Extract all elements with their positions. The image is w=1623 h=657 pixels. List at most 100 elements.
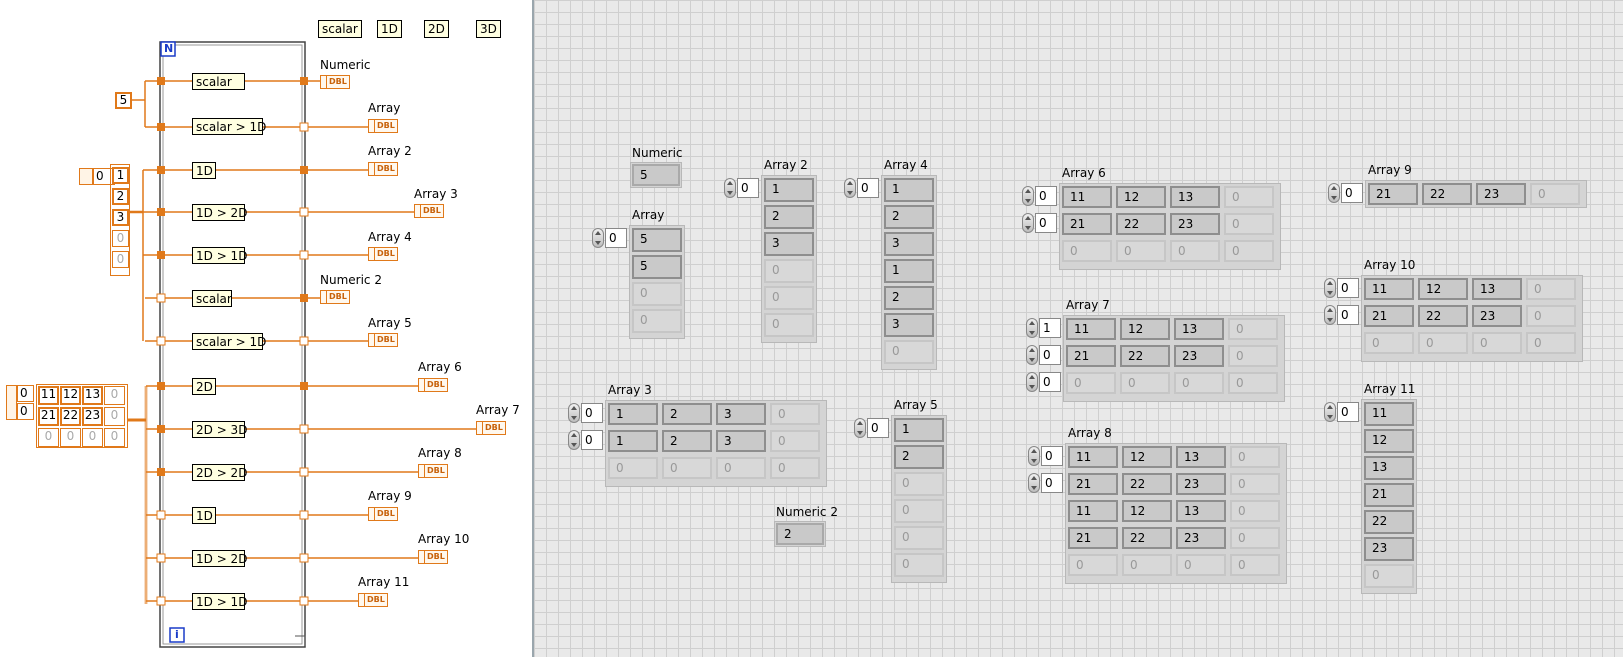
array-cell[interactable]: 21 — [1066, 345, 1116, 367]
array-2d-index-spinner[interactable] — [6, 385, 17, 420]
array-cell[interactable]: 0 — [1228, 318, 1278, 340]
array-cell[interactable]: 0 — [1170, 240, 1220, 262]
node-1d[interactable]: 1D — [192, 162, 216, 179]
array-cell[interactable]: 11 — [1066, 318, 1116, 340]
array-cell[interactable]: 22 — [1116, 213, 1166, 235]
array-cell[interactable]: 0 — [1230, 446, 1280, 468]
array-cell[interactable]: 11 — [1364, 402, 1414, 426]
array-cell[interactable]: 0 — [1122, 554, 1172, 576]
array-cell[interactable]: 13 — [1364, 456, 1414, 480]
index-display-array11[interactable]: 0 — [1337, 402, 1359, 422]
array-cell[interactable]: 0 — [770, 430, 820, 452]
node-scalar[interactable]: scalar — [192, 73, 245, 90]
array-cell[interactable]: 11 — [1068, 500, 1118, 522]
array-1d-cell[interactable]: 2 — [112, 188, 129, 205]
index-spinner-array11[interactable] — [1324, 402, 1336, 422]
array-cell[interactable]: 0 — [764, 313, 814, 337]
array-cell[interactable]: 0 — [1224, 240, 1274, 262]
array-cell[interactable]: 21 — [1062, 213, 1112, 235]
node-1d-to-1d[interactable]: 1D > 1D — [192, 247, 247, 264]
array-cell[interactable]: 0 — [770, 457, 820, 479]
array-cell[interactable]: 0 — [1230, 500, 1280, 522]
array-cell[interactable]: 23 — [1476, 183, 1526, 205]
index-spinner-array7-1[interactable] — [1026, 345, 1038, 365]
index-spinner-array5[interactable] — [854, 418, 866, 438]
array-cell[interactable]: 0 — [1472, 332, 1522, 354]
array-cell[interactable]: 0 — [608, 457, 658, 479]
indicator-array-5[interactable]: DBL — [368, 333, 398, 347]
array-1d-cell[interactable]: 3 — [112, 209, 129, 226]
free-label-2d[interactable]: 2D — [424, 20, 449, 38]
constant-5[interactable]: 5 — [115, 92, 132, 109]
array-cell[interactable]: 12 — [1418, 278, 1468, 300]
array-cell[interactable]: 0 — [1526, 332, 1576, 354]
array-cell[interactable]: 0 — [632, 282, 682, 306]
index-spinner-array9[interactable] — [1328, 183, 1340, 203]
free-label-scalar[interactable]: scalar — [318, 20, 362, 38]
array-2d-row-index[interactable]: 0 — [17, 385, 34, 402]
array-2d-cell[interactable]: 0 — [104, 428, 125, 447]
array-cell[interactable]: 5 — [632, 228, 682, 252]
array-cell[interactable]: 0 — [1176, 554, 1226, 576]
array-cell[interactable]: 23 — [1170, 213, 1220, 235]
loop-count-terminal[interactable] — [160, 41, 176, 57]
array-cell[interactable]: 0 — [894, 472, 944, 496]
array-cell[interactable]: 0 — [1068, 554, 1118, 576]
array-cell[interactable]: 0 — [1418, 332, 1468, 354]
array-cell[interactable]: 22 — [1422, 183, 1472, 205]
array-cell[interactable]: 0 — [632, 309, 682, 333]
array-cell[interactable]: 1 — [764, 178, 814, 202]
array-cell[interactable]: 0 — [1120, 372, 1170, 394]
array-cell[interactable]: 0 — [1062, 240, 1112, 262]
array-cell[interactable]: 13 — [1170, 186, 1220, 208]
indicator-array-3[interactable]: DBL — [414, 204, 444, 218]
array-cell[interactable]: 13 — [1472, 278, 1522, 300]
indicator-array-2[interactable]: DBL — [368, 162, 398, 176]
index-display-array8-0[interactable]: 0 — [1041, 446, 1063, 466]
index-spinner-array3-0[interactable] — [568, 403, 580, 423]
array-cell[interactable]: 2 — [884, 286, 934, 310]
array-cell[interactable]: 12 — [1116, 186, 1166, 208]
array-cell[interactable]: 1 — [608, 403, 658, 425]
array-cell[interactable]: 0 — [1230, 527, 1280, 549]
index-spinner-array2[interactable] — [724, 178, 736, 198]
array-cell[interactable]: 0 — [1364, 332, 1414, 354]
array-cell[interactable]: 13 — [1176, 446, 1226, 468]
free-label-1d[interactable]: 1D — [377, 20, 402, 38]
node-1d-to-2d-2[interactable]: 1D > 2D — [192, 550, 247, 567]
array-cell[interactable]: 3 — [884, 232, 934, 256]
array-cell[interactable]: 13 — [1174, 318, 1224, 340]
index-display-array7-0[interactable]: 1 — [1039, 318, 1061, 338]
node-scalar-to-1d-2[interactable]: scalar > 1D — [192, 333, 266, 350]
array-cell[interactable]: 21 — [1364, 483, 1414, 507]
index-display-array5[interactable]: 0 — [867, 418, 889, 438]
indicator-numeric[interactable]: 5 — [632, 164, 680, 186]
array-cell[interactable]: 0 — [1066, 372, 1116, 394]
array-2d-cell[interactable]: 0 — [38, 428, 59, 447]
array-cell[interactable]: 0 — [770, 403, 820, 425]
index-spinner-array8-1[interactable] — [1028, 473, 1040, 493]
array-index-spinner[interactable] — [79, 168, 93, 185]
array-cell[interactable]: 0 — [764, 286, 814, 310]
array-2d-cell[interactable]: 22 — [60, 407, 81, 426]
array-cell[interactable]: 11 — [1068, 446, 1118, 468]
indicator-array-4[interactable]: DBL — [368, 247, 398, 261]
array-cell[interactable]: 12 — [1120, 318, 1170, 340]
array-cell[interactable]: 0 — [894, 526, 944, 550]
node-1d-to-2d[interactable]: 1D > 2D — [192, 204, 247, 221]
index-display-array2[interactable]: 0 — [737, 178, 759, 198]
array-cell[interactable]: 23 — [1364, 537, 1414, 561]
array-cell[interactable]: 12 — [1364, 429, 1414, 453]
array-cell[interactable]: 0 — [1526, 278, 1576, 300]
index-spinner-array10-1[interactable] — [1324, 305, 1336, 325]
array-cell[interactable]: 2 — [884, 205, 934, 229]
array-cell[interactable]: 12 — [1122, 446, 1172, 468]
array-1d-cell[interactable]: 0 — [112, 251, 129, 268]
index-spinner-array8-0[interactable] — [1028, 446, 1040, 466]
array-2d-col-index[interactable]: 0 — [17, 403, 34, 420]
indicator-array-9[interactable]: DBL — [368, 507, 398, 521]
node-scalar-2[interactable]: scalar — [192, 290, 232, 307]
array-cell[interactable]: 0 — [764, 259, 814, 283]
index-display-array10-1[interactable]: 0 — [1337, 305, 1359, 325]
array-cell[interactable]: 5 — [632, 255, 682, 279]
